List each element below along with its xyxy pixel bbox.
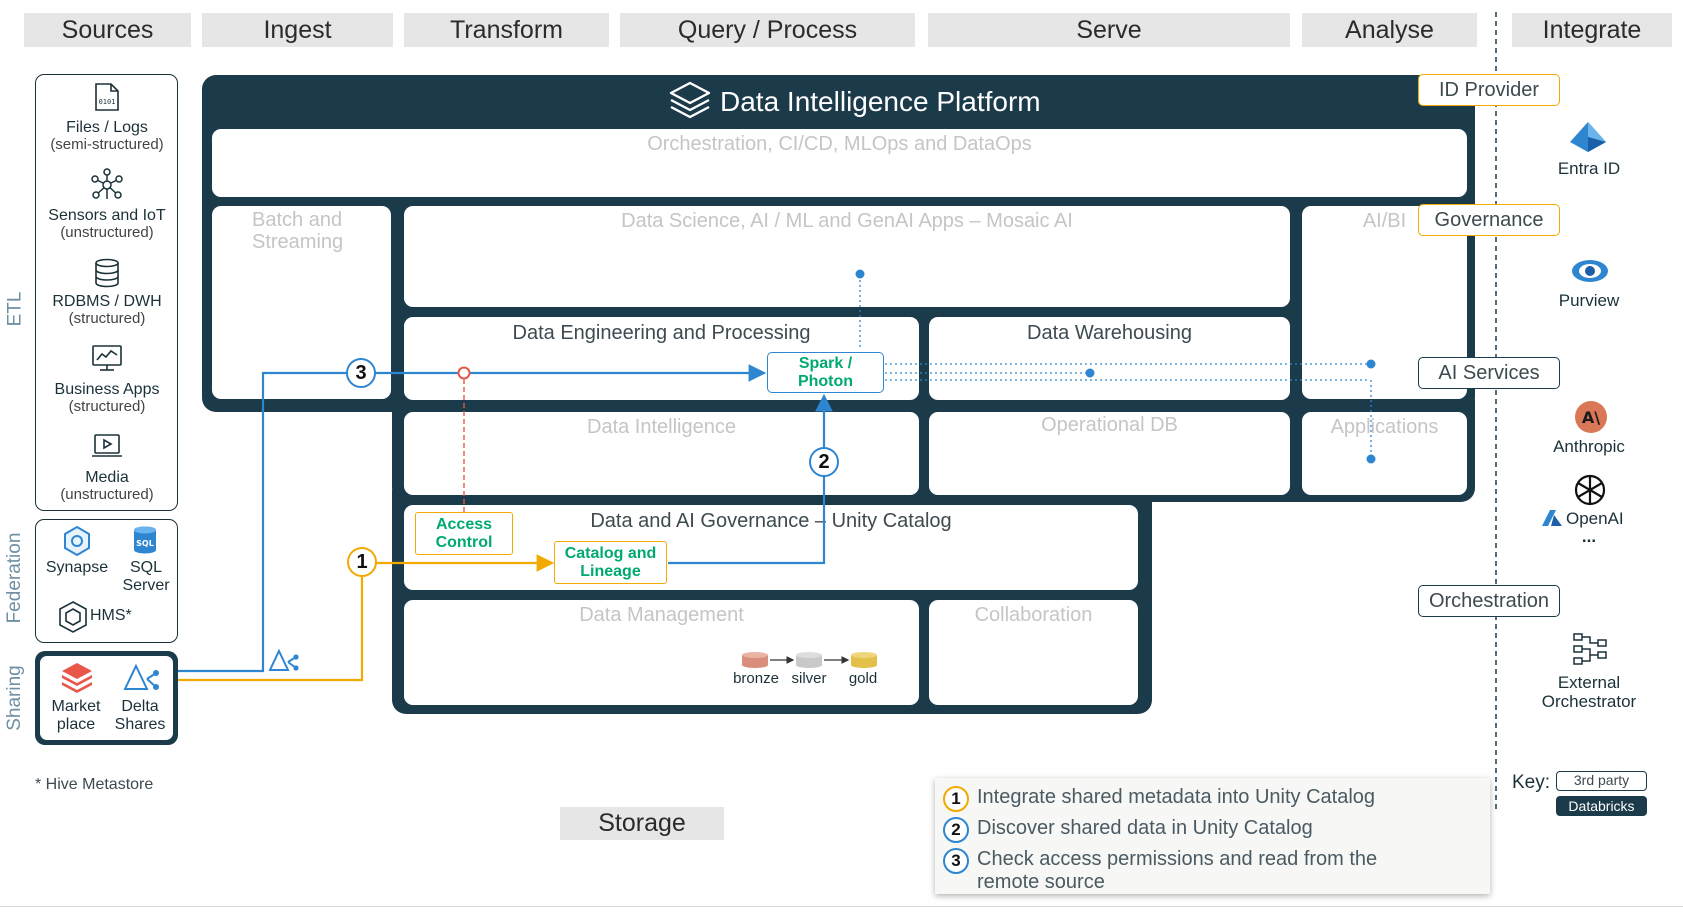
step-1-badge: 1 [347, 547, 377, 577]
source-media: Media(unstructured) [60, 469, 154, 503]
tile-governance: Data and AI Governance – Unity Catalog [404, 505, 1138, 590]
step-2-badge: 2 [809, 447, 839, 477]
monitor-chart-icon [92, 345, 122, 371]
legend-item-3: 3 Check access permissions and read from… [943, 848, 1443, 894]
header-transform: Transform [404, 13, 609, 47]
access-control-chip: Access Control [415, 512, 513, 555]
medallion-bronze-label: bronze [733, 670, 779, 687]
bottom-rule [0, 906, 1683, 907]
tile-orchestration: Orchestration, CI/CD, MLOps and DataOps [212, 129, 1467, 197]
more-ai-services: ... [1581, 527, 1597, 546]
tile-data-management: Data Management [404, 600, 919, 705]
legend-box: 1 Integrate shared metadata into Unity C… [935, 778, 1490, 894]
spark-photon-chip: Spark / Photon [767, 352, 884, 393]
platform-title: Data Intelligence Platform [720, 86, 1041, 117]
id-provider-box: ID Provider [1418, 74, 1560, 106]
tile-data-science: Data Science, AI / ML and GenAI Apps – M… [404, 206, 1290, 307]
key-label: Key: [1512, 772, 1551, 793]
flow-3-line [178, 364, 767, 673]
media-icon [92, 434, 122, 457]
delta-sharing-icon [123, 663, 159, 690]
sql-server-icon: SQL [134, 526, 156, 554]
external-orchestrator-icon [1573, 633, 1607, 665]
purview-icon [1572, 260, 1608, 282]
source-business-apps: Business Apps(structured) [54, 381, 160, 415]
hive-icon [59, 601, 87, 633]
source-sql-server: SQL Server [122, 559, 170, 594]
svg-text:0101: 0101 [99, 98, 116, 106]
source-files-logs: Files / Logs(semi-structured) [50, 119, 164, 153]
svg-text:SQL: SQL [136, 539, 154, 548]
medallion-silver-label: silver [791, 670, 827, 687]
storage-label: Storage [560, 807, 724, 840]
flow-1-line [178, 554, 555, 682]
legend-item-1: 1 Integrate shared metadata into Unity C… [943, 786, 1375, 812]
tile-operational-db: Operational DB [929, 412, 1290, 495]
source-delta-shares: Delta Shares [114, 698, 166, 733]
openai-icon [1574, 474, 1606, 506]
file-icon: 0101 [95, 83, 119, 111]
purview-label: Purview [1558, 291, 1620, 310]
anthropic-label: Anthropic [1553, 437, 1625, 456]
footnote-hive-metastore: * Hive Metastore [35, 776, 154, 793]
marketplace-icon [62, 663, 92, 693]
header-integrate: Integrate [1512, 13, 1672, 47]
ai-services-box: AI Services [1418, 357, 1560, 389]
databricks-layers-icon [669, 81, 711, 119]
medallion-cylinders [742, 652, 877, 668]
header-sources: Sources [24, 13, 191, 47]
sharing-sources-inner [40, 656, 173, 740]
azure-icon [1542, 510, 1562, 526]
database-icon [95, 258, 119, 288]
synapse-icon [64, 525, 90, 557]
header-analyse: Analyse [1302, 13, 1477, 47]
entra-id-icon [1570, 122, 1606, 152]
legend-item-2: 2 Discover shared data in Unity Catalog [943, 817, 1313, 843]
key-databricks: Databricks [1556, 796, 1647, 816]
flow-2-line [668, 393, 833, 565]
external-orchestrator-label: External Orchestrator [1541, 673, 1637, 711]
source-synapse: Synapse [45, 559, 109, 576]
header-ingest: Ingest [202, 13, 393, 47]
source-rdbms-dwh: RDBMS / DWH(structured) [52, 293, 162, 327]
openai-label: OpenAI [1566, 509, 1624, 528]
medallion-gold-label: gold [848, 670, 878, 687]
tile-data-warehousing: Data Warehousing [929, 317, 1290, 400]
key-third-party: 3rd party [1556, 771, 1647, 791]
catalog-lineage-chip: Catalog and Lineage [554, 541, 667, 584]
header-serve: Serve [928, 13, 1290, 47]
anthropic-icon: A\ [1575, 401, 1607, 433]
governance-box: Governance [1418, 204, 1560, 236]
tile-data-engineering: Data Engineering and Processing [404, 317, 919, 400]
svg-text:A\: A\ [1582, 408, 1600, 427]
source-marketplace: Market place [51, 698, 101, 733]
etl-sources-box [35, 74, 178, 511]
header-query-process: Query / Process [620, 13, 915, 47]
step-3-badge: 3 [346, 358, 376, 388]
delta-sharing-flow-icon [268, 648, 299, 671]
source-hms: HMS* [90, 607, 132, 624]
entra-id-label: Entra ID [1557, 159, 1621, 178]
source-sensors-iot: Sensors and IoT(unstructured) [48, 207, 166, 241]
network-icon [91, 168, 123, 199]
integrate-divider [1495, 12, 1497, 812]
orchestration-box: Orchestration [1418, 585, 1560, 617]
tile-applications: Applications [1302, 412, 1467, 495]
tile-collaboration: Collaboration [929, 600, 1138, 705]
access-control-node [457, 366, 471, 380]
